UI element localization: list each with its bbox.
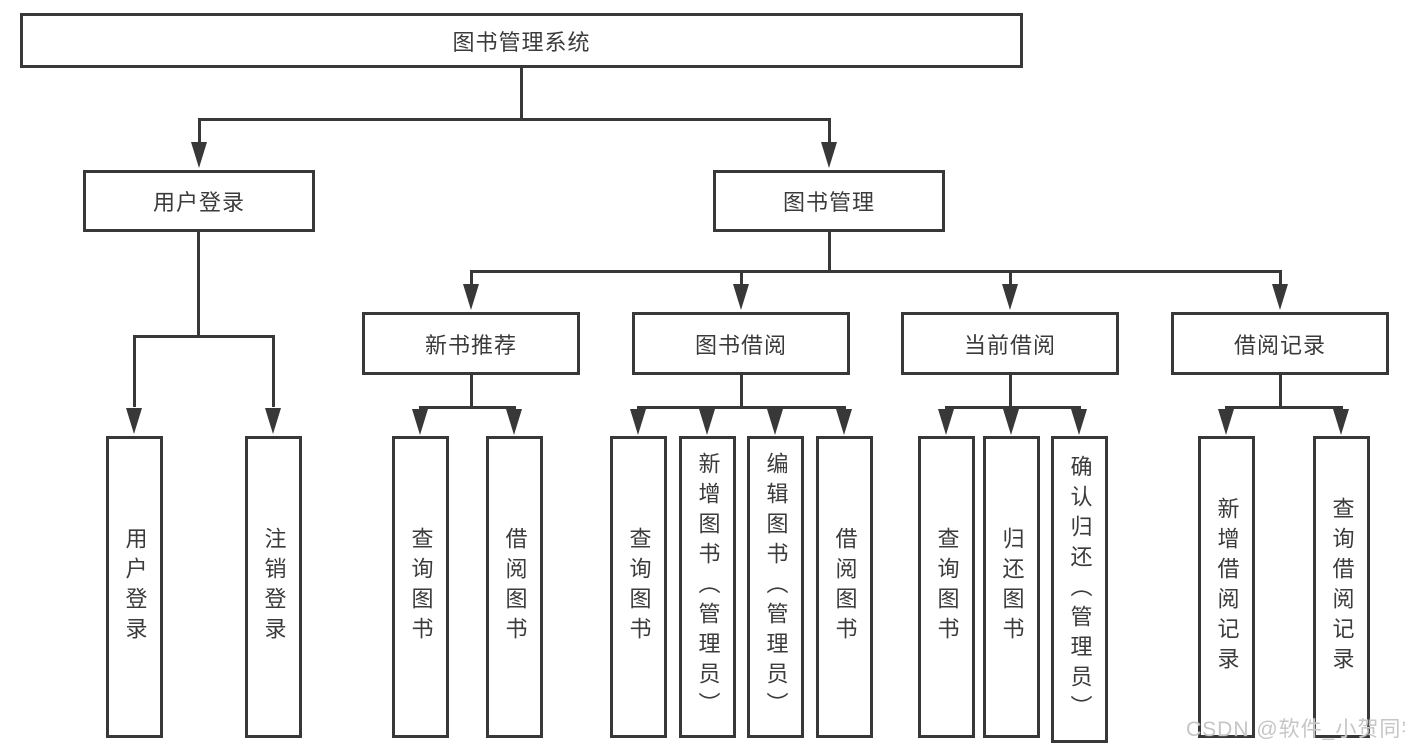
connector-book-management-stem <box>828 232 831 270</box>
arrowhead-icon <box>1272 284 1288 310</box>
connector-distributor <box>419 406 516 409</box>
leaf-query-books-borrowing: 查询图书 <box>610 436 667 738</box>
arrowhead-icon <box>733 284 749 310</box>
connector-level3-distributor <box>470 270 1282 273</box>
connector-distributor <box>945 406 1081 409</box>
leaf-label: 新增借阅记录 <box>1214 497 1240 677</box>
arrowhead-icon <box>412 409 428 435</box>
leaf-label: 编辑图书（管理员） <box>763 452 789 722</box>
connector-root-stem <box>520 68 523 118</box>
node-label: 用户登录 <box>152 190 245 215</box>
leaf-label: 查询图书 <box>934 527 960 647</box>
node-label: 当前借阅 <box>963 332 1056 358</box>
connector-shaft <box>740 270 743 288</box>
arrowhead-icon <box>630 409 646 435</box>
arrowhead-icon <box>938 409 954 435</box>
arrowhead-icon <box>1003 409 1019 435</box>
connector-stem <box>470 375 473 406</box>
arrowhead-icon <box>836 409 852 435</box>
connector-shaft <box>828 118 831 148</box>
leaf-label: 查询图书 <box>408 527 434 647</box>
node-current-borrowing: 当前借阅 <box>901 312 1119 375</box>
leaf-edit-book-admin: 编辑图书（管理员） <box>747 436 804 738</box>
connector-level2-distributor <box>198 118 831 121</box>
leaf-user-login: 用户登录 <box>106 436 163 738</box>
node-label: 图书管理 <box>782 190 875 215</box>
node-borrowing-records: 借阅记录 <box>1171 312 1389 375</box>
node-user-login: 用户登录 <box>83 170 315 232</box>
connector-stem <box>1009 375 1012 406</box>
arrowhead-icon <box>191 142 207 168</box>
leaf-label: 用户登录 <box>122 527 148 647</box>
arrowhead-icon <box>1071 409 1087 435</box>
arrowhead-icon <box>821 142 837 168</box>
connector-shaft <box>198 118 201 148</box>
arrowhead-icon <box>265 408 281 434</box>
connector-user-login-distributor <box>133 335 275 338</box>
connector-shaft <box>1009 270 1012 288</box>
leaf-return-book: 归还图书 <box>983 436 1040 738</box>
arrowhead-icon <box>767 409 783 435</box>
arrowhead-icon <box>1333 409 1349 435</box>
node-label: 借阅记录 <box>1233 332 1326 358</box>
leaf-query-borrow-record: 查询借阅记录 <box>1313 436 1370 738</box>
arrowhead-icon <box>463 284 479 310</box>
arrowhead-icon <box>126 408 142 434</box>
arrowhead-icon <box>699 409 715 435</box>
connector-shaft <box>470 270 473 288</box>
leaf-label: 确认归还（管理员） <box>1067 454 1093 725</box>
node-book-management: 图书管理 <box>713 170 945 232</box>
node-label: 新书推荐 <box>424 332 517 358</box>
leaf-label: 借阅图书 <box>502 527 528 647</box>
leaf-label: 借阅图书 <box>832 527 858 647</box>
leaf-borrow-books: 借阅图书 <box>816 436 873 738</box>
leaf-add-borrow-record: 新增借阅记录 <box>1198 436 1255 738</box>
node-book-borrowing: 图书借阅 <box>632 312 850 375</box>
leaf-label: 查询图书 <box>626 527 652 647</box>
arrowhead-icon <box>1218 409 1234 435</box>
connector-distributor <box>637 406 846 409</box>
leaf-query-books-recommend: 查询图书 <box>392 436 449 738</box>
leaf-add-book-admin: 新增图书（管理员） <box>679 436 736 738</box>
leaf-borrow-books-recommend: 借阅图书 <box>486 436 543 738</box>
connector-distributor <box>1225 406 1343 409</box>
leaf-confirm-return-admin: 确认归还（管理员） <box>1051 436 1108 743</box>
node-label: 图书借阅 <box>694 332 787 358</box>
connector-shaft <box>1279 270 1282 288</box>
node-library-management-system: 图书管理系统 <box>20 13 1023 68</box>
leaf-label: 新增图书（管理员） <box>695 452 721 722</box>
leaf-logout: 注销登录 <box>245 436 302 738</box>
node-new-book-recommendation: 新书推荐 <box>362 312 580 375</box>
connector-stem <box>1279 375 1282 406</box>
connector-user-login-stem <box>197 232 200 335</box>
connector-shaft <box>272 335 275 407</box>
connector-stem <box>740 375 743 406</box>
arrowhead-icon <box>1002 284 1018 310</box>
leaf-label: 归还图书 <box>999 527 1025 647</box>
node-label: 图书管理系统 <box>452 29 591 55</box>
connector-shaft <box>133 335 136 407</box>
leaf-query-books-current: 查询图书 <box>918 436 975 738</box>
watermark: CSDN @软件_小贺同学 <box>1186 718 1405 741</box>
leaf-label: 注销登录 <box>261 527 287 647</box>
arrowhead-icon <box>506 409 522 435</box>
leaf-label: 查询借阅记录 <box>1329 497 1355 677</box>
